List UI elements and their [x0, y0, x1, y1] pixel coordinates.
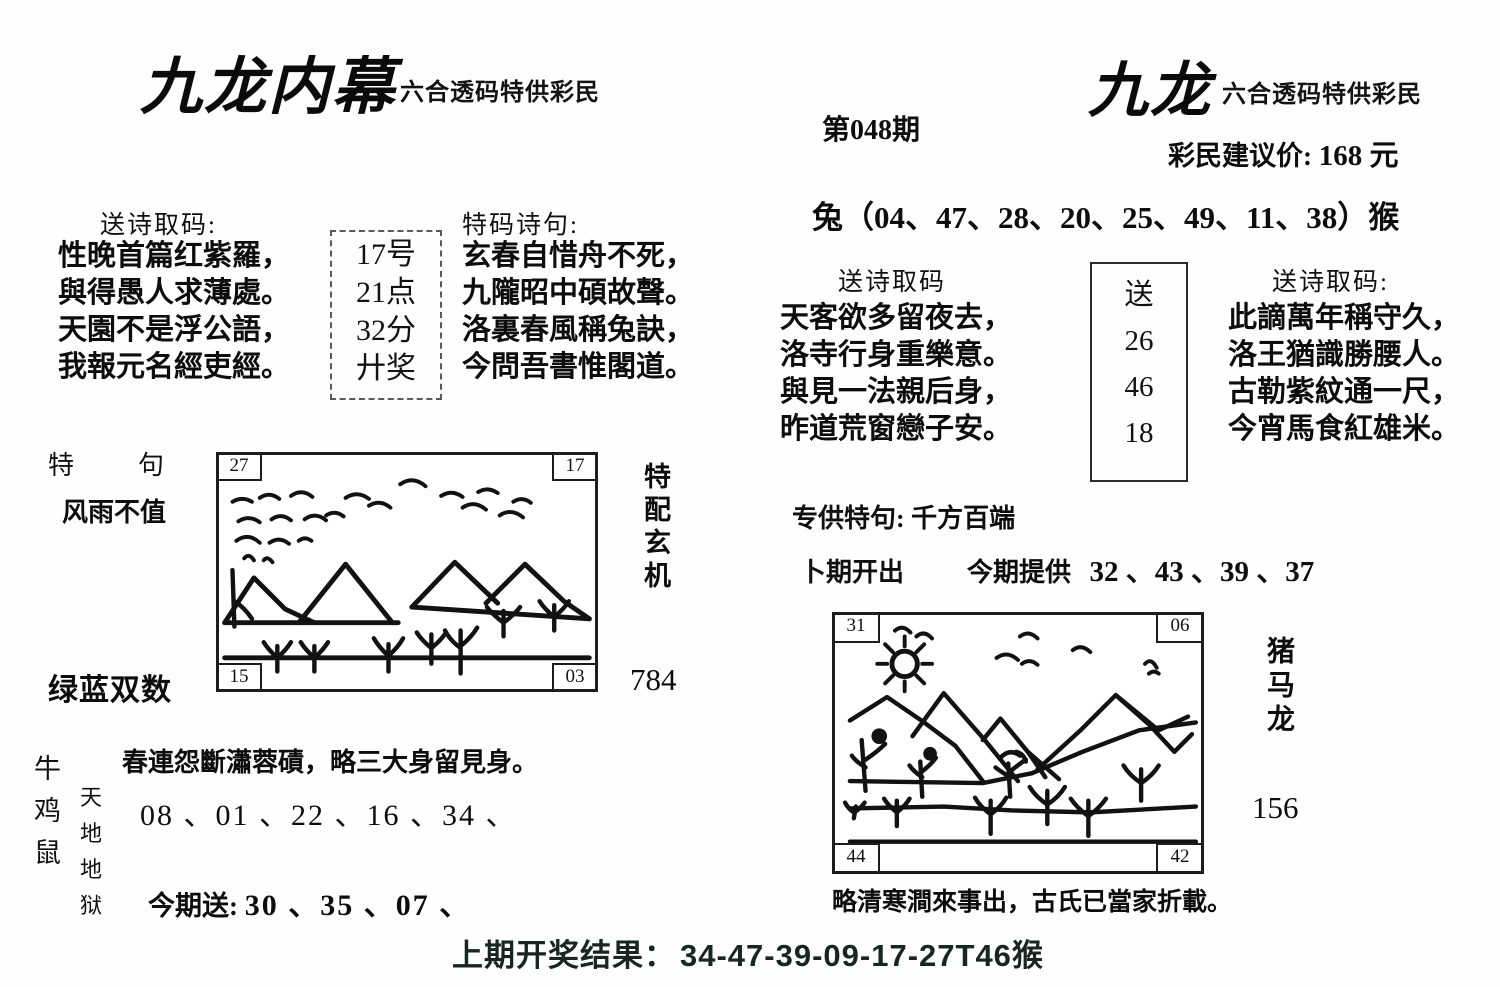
left-color-hint: 绿蓝双数: [48, 674, 172, 707]
left-illustration-corner-tr: 17: [552, 455, 595, 481]
right-special-label: 专供特句:: [792, 504, 905, 533]
left-poem2-line-2: 九隴昭中碩故聲。: [462, 277, 695, 309]
left-realm-4: 狱: [80, 893, 103, 918]
left-send-line: 今期送: 30 、35 、07 、: [148, 880, 471, 924]
right-special-line: 专供特句: 千方百端: [792, 498, 1015, 535]
right-bottom-poem: 略清寒澗來事出，古氏已當家折載。: [832, 889, 1233, 916]
left-numbers-row: 08 、01 、22 、16 、34 、: [140, 799, 518, 832]
left-poem1-lines: 性晚首篇红紫羅， 與得愚人求薄處。 天園不是浮公語， 我報元名經吏經。: [58, 238, 290, 386]
right-illustration-corner-br: 42: [1156, 843, 1201, 871]
right-poem1-label: 送诗取码: [838, 269, 947, 296]
right-illustration-corner-tr: 06: [1156, 615, 1201, 643]
left-special-phrase: 风雨不值: [62, 498, 167, 527]
right-poem2-line-3: 古勒紫紋通一尺，: [1228, 376, 1461, 408]
left-side-vertical-text: 特配玄机: [640, 462, 670, 594]
right-current-label: 今期提供: [967, 558, 1072, 587]
right-issue-number: 第048期: [822, 115, 921, 146]
left-code-box-item-3: 32分: [356, 314, 416, 347]
left-illustration-corner-br: 03: [552, 663, 595, 689]
left-realm-column: 天 地 地 狱: [80, 780, 102, 924]
left-code-box-item-2: 21点: [356, 276, 416, 309]
left-brand-subtitle: 六合透码特供彩民: [400, 72, 600, 107]
right-prev-label: 卜期开出: [800, 558, 905, 587]
right-poem1-line-1: 天客欲多留夜去，: [780, 302, 1013, 334]
left-poem1-line-4: 我報元名經吏經。: [58, 351, 291, 383]
right-send-box-item-3: 46: [1124, 371, 1154, 403]
right-send-box-item-2: 26: [1124, 325, 1154, 357]
left-subtitle-text: 六合透码特供彩民: [400, 80, 600, 106]
right-poem2-lines: 此謫萬年稱守久， 洛王猶識勝腰人。 古勒紫紋通一尺， 今宵馬食紅雄米。: [1228, 300, 1460, 448]
right-price-label: 彩民建议价:: [1168, 141, 1312, 171]
tree-shapes: [849, 728, 1029, 799]
right-illustration-corner-bl: 44: [835, 843, 880, 871]
left-poem1-line-3: 天園不是浮公語，: [58, 314, 291, 346]
left-zodiac-column: 牛 鸡 鼠: [34, 748, 61, 874]
right-poem1-line-4: 昨道荒窗戀子安。: [780, 413, 1013, 445]
left-illustration-corner-bl: 15: [219, 663, 262, 689]
left-special-label: 特 句: [48, 451, 169, 480]
right-poem2-line-2: 洛王猶識勝腰人。: [1228, 339, 1461, 371]
left-poem2-lines: 玄春自惜舟不死， 九隴昭中碩故聲。 洛裏春風稱兔訣， 今問吾書惟閣道。: [462, 238, 694, 386]
left-illustration-drawing: [222, 478, 592, 676]
right-poem2-line-4: 今宵馬食紅雄米。: [1228, 413, 1461, 445]
right-illustration: 31 06 44 42: [832, 612, 1204, 874]
left-realm-2: 地: [80, 821, 103, 846]
right-title-text: 九龙: [1088, 58, 1212, 124]
left-poem2-line-3: 洛裏春風稱兔訣，: [462, 314, 695, 346]
right-price-line: 彩民建议价: 168 元: [1168, 132, 1399, 174]
left-poem2-label: 特码诗句:: [462, 212, 579, 239]
left-realm-1: 天: [80, 785, 103, 810]
right-poem2-line-1: 此謫萬年稱守久，: [1228, 302, 1461, 334]
right-poem1-line-3: 與見一法親后身，: [780, 376, 1013, 408]
left-send-numbers: 30 、35 、07 、: [244, 889, 472, 922]
left-illustration: 27 17 15 03: [216, 452, 598, 692]
left-illustration-corner-tl: 27: [219, 455, 262, 481]
right-brand-title: 九龙: [1088, 42, 1212, 129]
left-poem1-label: 送诗取码:: [100, 212, 217, 239]
right-send-box-item-4: 18: [1124, 417, 1154, 449]
right-special-phrase: 千方百端: [911, 504, 1016, 533]
right-illustration-drawing: [842, 625, 1199, 844]
right-poem1-line-2: 洛寺行身重樂意。: [780, 339, 1013, 371]
sun-icon: [875, 634, 934, 694]
right-subtitle-text: 六合透码特供彩民: [1222, 82, 1422, 108]
right-illustration-corner-tl: 31: [835, 615, 880, 643]
right-side-number: 156: [1252, 790, 1299, 825]
left-side-number: 784: [630, 662, 677, 697]
footer-result: 34-47-39-09-17-27T46猴: [680, 938, 1044, 973]
right-send-box-item-1: 送: [1124, 279, 1154, 311]
footer-result-line: 上期开奖结果： 34-47-39-09-17-27T46猴: [452, 930, 1044, 975]
footer-label: 上期开奖结果：: [452, 938, 676, 973]
left-zodiac-2: 鸡: [34, 796, 61, 826]
right-poem2-label: 送诗取码:: [1272, 269, 1389, 296]
right-zodiac-range: 兔（04、47、28、20、25、49、11、38）猴: [812, 200, 1400, 235]
left-poem2-line-1: 玄春自惜舟不死，: [462, 240, 695, 272]
left-brand-title: 九龙内幕: [140, 36, 396, 126]
left-poem1-line-2: 與得愚人求薄處。: [58, 277, 291, 309]
right-send-box: 送 26 46 18: [1090, 262, 1188, 482]
left-realm-3: 地: [80, 857, 103, 882]
left-send-label: 今期送:: [148, 891, 238, 921]
left-zodiac-1: 牛: [34, 754, 61, 784]
left-code-box-item-1: 17号: [356, 238, 416, 271]
left-title-text: 九龙内幕: [140, 54, 397, 122]
right-price-value: 168 元: [1318, 140, 1399, 172]
right-poem1-lines: 天客欲多留夜去， 洛寺行身重樂意。 與見一法親后身， 昨道荒窗戀子安。: [780, 300, 1012, 448]
left-poem2-line-4: 今問吾書惟閣道。: [462, 351, 695, 383]
right-side-vertical-text: 猪马龙: [1263, 636, 1294, 738]
left-zodiac-3: 鼠: [34, 838, 61, 868]
right-current-numbers: 32 、43 、39 、37: [1089, 556, 1315, 588]
left-code-box: 17号 21点 32分 廾奖: [330, 230, 442, 400]
right-brand-subtitle: 六合透码特供彩民: [1222, 74, 1422, 109]
right-result-line: 卜期开出 今期提供 32 、43 、39 、37: [800, 548, 1314, 590]
left-code-box-item-4: 廾奖: [356, 352, 416, 385]
left-poem1-line-1: 性晚首篇红紫羅，: [58, 240, 291, 272]
left-bottom-poem: 春連怨斷瀟蓉磧，略三大身留見身。: [122, 748, 539, 777]
